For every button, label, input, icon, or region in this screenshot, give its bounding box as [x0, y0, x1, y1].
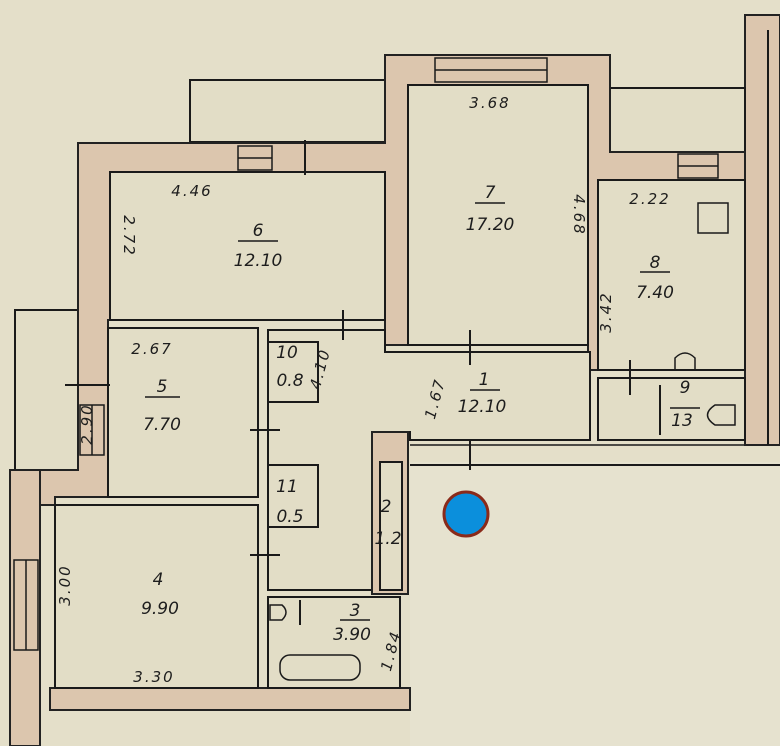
room-11-number: 11 [276, 477, 298, 497]
dim-room5-width: 2.67 [131, 340, 172, 358]
dim-room8-width: 2.22 [629, 190, 670, 208]
dim-room7-width: 3.68 [469, 94, 510, 112]
balcony-left [14, 309, 79, 471]
room-7 [407, 84, 589, 346]
dim-room5-length: 2.90 [78, 403, 96, 444]
dim-room6-width: 4.46 [171, 182, 212, 200]
location-marker[interactable] [442, 490, 490, 538]
room-5 [107, 327, 259, 498]
room-8-area: 7.40 [636, 283, 674, 303]
room-6-number: 6 [253, 221, 264, 241]
room-1-number: 1 [479, 370, 490, 390]
door-marks [65, 140, 661, 625]
toilet-icon [706, 404, 736, 426]
room-2-area: 1.2 [374, 529, 401, 549]
exterior-wall-left [9, 469, 41, 746]
room-9-number: 9 [680, 378, 691, 398]
dim-room4-width: 3.30 [133, 668, 174, 686]
windows [13, 57, 719, 651]
dim-room7-length: 4.68 [570, 194, 588, 235]
balcony-right [609, 87, 746, 153]
exterior-wall-bottom [49, 687, 411, 711]
bathtub-icon [279, 654, 361, 681]
sink-icon [674, 352, 696, 371]
dim-room4-length: 3.00 [56, 564, 74, 605]
room-9 [597, 377, 746, 441]
room-4-area: 9.90 [141, 599, 179, 619]
room-6 [109, 171, 386, 321]
room-1-area: 12.10 [458, 397, 507, 417]
dim-room6-length: 2.72 [120, 215, 138, 256]
room-7-number: 7 [485, 183, 496, 203]
room-1-hall [267, 329, 591, 591]
room-2 [379, 461, 403, 591]
room-labels: 1 12.10 2 1.2 3 3.90 4 9.90 5 7.70 6 12.… [141, 183, 700, 645]
washbasin-icon [269, 604, 287, 621]
room-7-area: 17.20 [466, 215, 515, 235]
room-10-area: 0.8 [276, 371, 303, 391]
room-10 [267, 341, 319, 403]
dim-room8-length: 3.42 [597, 291, 615, 332]
room-5-area: 7.70 [143, 415, 181, 435]
stove-icon [697, 202, 729, 234]
room-4 [54, 504, 259, 689]
room-11 [267, 464, 319, 528]
exterior-wall-right [744, 14, 780, 446]
room-4-number: 4 [153, 570, 164, 590]
room-6-area: 12.10 [234, 251, 283, 271]
room-11-area: 0.5 [276, 507, 303, 527]
room-8-number: 8 [650, 253, 661, 273]
room-10-number: 10 [276, 343, 298, 363]
room-3-number: 3 [350, 601, 361, 621]
room-2-number: 2 [381, 497, 392, 517]
room-3-area: 3.90 [333, 625, 371, 645]
room-3 [267, 596, 401, 689]
room-5-number: 5 [157, 377, 168, 397]
room-8 [597, 179, 746, 371]
balcony-top [189, 79, 386, 143]
room-9-area: 13 [671, 411, 693, 431]
